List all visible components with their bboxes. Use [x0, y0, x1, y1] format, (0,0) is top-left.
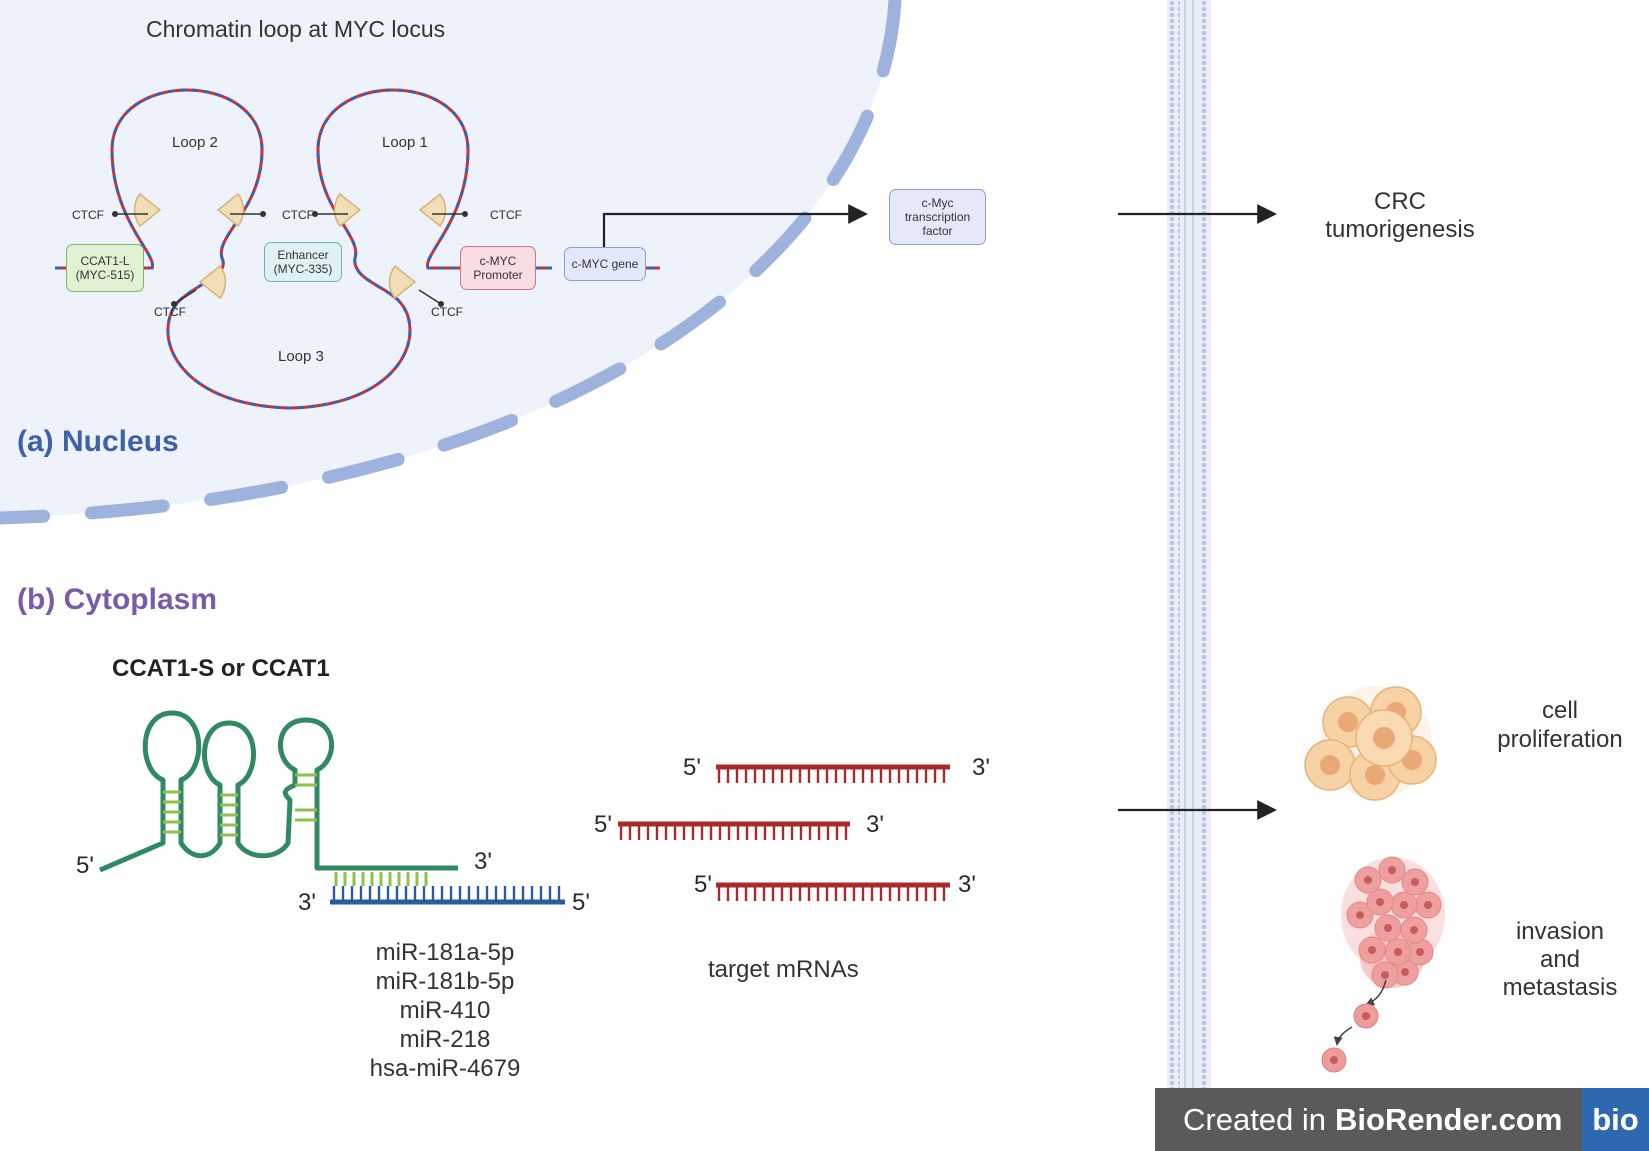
metastasis-cell-nucleus [1424, 901, 1432, 909]
cytoplasm-section-label: (b) Cytoplasm [17, 583, 218, 616]
metastasis-cells-icon [1321, 856, 1445, 1073]
metastasis-cell-nucleus [1364, 876, 1372, 884]
c-myc-promoter-box: c-MYC Promoter [460, 246, 536, 290]
metastasis-cell-nucleus [1400, 901, 1408, 909]
watermark-brand: BioRender.com [1335, 1101, 1563, 1137]
mirna-five-prime: 5' [572, 889, 590, 916]
rna-base-pairs [163, 773, 317, 837]
watermark-prefix: Created in [1183, 1101, 1327, 1137]
ctcf-label: CTCF [72, 208, 104, 222]
chromatin-title: Chromatin loop at MYC locus [146, 16, 446, 42]
mirna-item: hsa-miR-4679 [369, 1055, 521, 1082]
ccat1-rna [99, 710, 458, 873]
biorender-watermark: Created in BioRender.com bio [1155, 1088, 1649, 1151]
mirna-item: miR-181b-5p [375, 968, 515, 995]
nucleus-region [0, 0, 895, 518]
metastasis-cell-nucleus [1416, 948, 1424, 956]
mrna-strand-2 [618, 821, 850, 840]
invasion-metastasis-label: invasion and metastasis [1502, 918, 1618, 1001]
ccat1-l-box: CCAT1-L (MYC-515) [66, 244, 144, 292]
proliferating-cells-icon [1304, 686, 1437, 801]
metastasis-cell-nucleus [1394, 948, 1402, 956]
target-mrnas-label: target mRNAs [708, 956, 859, 983]
mrna-strand-1 [716, 764, 950, 783]
cell-membrane [1167, 0, 1211, 1088]
metastasis-cell-nucleus [1384, 924, 1392, 932]
ctcf-label: CTCF [490, 208, 522, 222]
c-myc-transcription-factor-box: c-Myc transcription factor [889, 189, 986, 245]
mrna-1-five-prime: 5' [683, 754, 701, 781]
mrna-2-five-prime: 5' [594, 811, 612, 838]
nuclear-envelope [0, 0, 902, 525]
metastasis-cell-nucleus [1401, 968, 1409, 976]
loop-1-label: Loop 1 [382, 134, 428, 151]
rna-three-prime: 3' [474, 848, 492, 875]
c-myc-gene-box: c-MYC gene [564, 247, 646, 281]
mirna-item: miR-410 [399, 997, 491, 1024]
mirna-strand [330, 872, 565, 905]
mirna-list: miR-181a-5p miR-181b-5p miR-410 miR-218 … [350, 938, 540, 1083]
mrna-strand-3 [716, 882, 950, 901]
rna-five-prime: 5' [76, 852, 94, 879]
gene-to-tf-arrow [602, 204, 868, 258]
metastasis-cell-nucleus [1368, 946, 1376, 954]
crc-tumorigenesis-label: CRC tumorigenesis [1325, 188, 1475, 243]
enhancer-box: Enhancer (MYC-335) [264, 242, 342, 282]
mrna-3-five-prime: 5' [694, 871, 712, 898]
loop-3-label: Loop 3 [278, 348, 324, 365]
target-mrna-strands [618, 764, 950, 901]
ctcf-label: CTCF [282, 208, 314, 222]
metastasis-cell-nucleus [1388, 866, 1396, 874]
mirna-item: miR-181a-5p [375, 939, 515, 966]
metastasis-cell-nucleus [1381, 971, 1389, 979]
nucleus-section-label: (a) Nucleus [17, 425, 179, 458]
mirna-three-prime: 3' [298, 889, 316, 916]
biorender-logo-icon: bio [1582, 1088, 1649, 1151]
mrna-1-three-prime: 3' [972, 754, 990, 781]
metastasis-cell-nucleus [1376, 898, 1384, 906]
mrna-2-three-prime: 3' [866, 811, 884, 838]
ctcf-label: CTCF [431, 305, 463, 319]
metastasis-cell-nucleus [1411, 878, 1419, 886]
rna-title: CCAT1-S or CCAT1 [112, 655, 330, 682]
metastasis-cell-nucleus [1410, 926, 1418, 934]
metastasis-cell-nucleus [1356, 911, 1364, 919]
ctcf-proteins [112, 192, 468, 307]
loop-2-label: Loop 2 [172, 134, 218, 151]
mrna-3-three-prime: 3' [958, 871, 976, 898]
ctcf-label: CTCF [154, 305, 186, 319]
mirna-item: miR-218 [399, 1026, 491, 1053]
cell-proliferation-label: cell proliferation [1497, 697, 1623, 753]
